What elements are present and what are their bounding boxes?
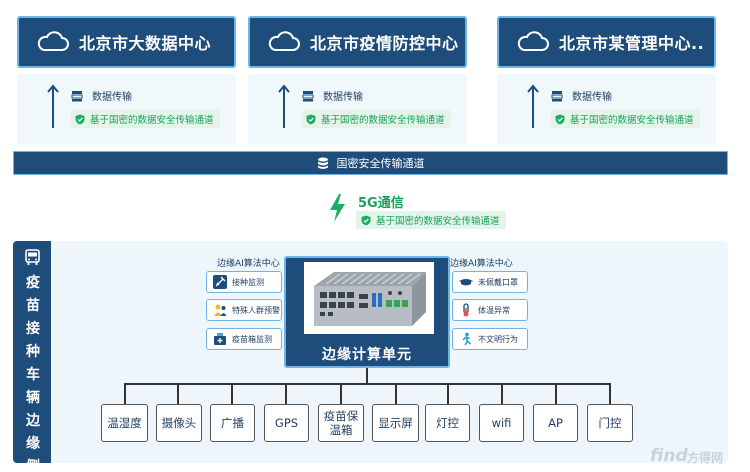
channel-bar-label: 国密安全传输通道 — [336, 157, 425, 170]
vaccine-box-icon — [214, 333, 226, 345]
left-ai-title: 边缘AI算法中心 — [217, 259, 280, 269]
tree-branch-line — [395, 383, 397, 404]
info-box-management: 数据传输 基于国密的数据安全传输通道 — [497, 74, 716, 144]
secure-channel-tag: 基于国密的数据安全传输通道 — [302, 110, 451, 128]
tree-branch-line — [231, 383, 233, 404]
database-icon — [551, 90, 563, 101]
up-arrow-icon — [527, 84, 539, 128]
cloud-icon — [37, 31, 69, 51]
center-title: 北京市疫情防控中心 — [310, 34, 459, 53]
transfer-label: 数据传输 — [572, 92, 612, 103]
fiveg-title: 5G通信 — [358, 196, 404, 211]
center-title: 北京市大数据中心 — [79, 34, 212, 53]
ai-item-no-mask[interactable]: 未佩戴口罩 — [452, 271, 528, 293]
up-arrow-icon — [278, 84, 290, 128]
secure-channel-tag: 基于国密的数据安全传输通道 — [551, 110, 700, 128]
info-box-epidemic: 数据传输 基于国密的数据安全传输通道 — [248, 74, 467, 144]
center-title: 北京市某管理中心.. — [559, 34, 705, 53]
shield-icon — [361, 215, 371, 225]
shield-icon — [75, 114, 85, 124]
vehicle-side-title: 疫苗接种车辆边缘侧 — [26, 275, 40, 472]
watermark-sub: 方得网 — [687, 451, 724, 465]
edge-compute-unit[interactable]: 边缘计算单元 — [284, 256, 450, 368]
tree-branch-line — [285, 383, 287, 404]
watermark-logo: find — [650, 446, 688, 466]
database-icon — [302, 90, 314, 101]
lightning-icon — [330, 194, 345, 222]
center-card-management[interactable]: 北京市某管理中心.. — [497, 16, 716, 68]
people-warning-icon — [214, 304, 227, 316]
vehicle-side-bar — [13, 241, 51, 463]
leaf-wifi[interactable]: wifi — [479, 404, 524, 442]
center-card-bigdata[interactable]: 北京市大数据中心 — [17, 16, 236, 68]
right-ai-title: 边缘AI算法中心 — [450, 259, 513, 269]
tree-branch-line — [501, 383, 503, 404]
leaf-broadcast[interactable]: 广播 — [210, 404, 255, 442]
tree-branch-line — [555, 383, 557, 404]
tree-trunk-line — [366, 368, 368, 384]
tree-horizontal-line — [124, 383, 611, 385]
tree-branch-line — [447, 383, 449, 404]
transfer-label: 数据传输 — [323, 92, 363, 103]
ai-item-vaccine-box[interactable]: 疫苗箱监测 — [206, 328, 282, 350]
info-box-bigdata: 数据传输 基于国密的数据安全传输通道 — [17, 74, 236, 144]
ai-item-injection[interactable]: 接种监测 — [206, 271, 282, 293]
ai-item-special-people[interactable]: 特殊人群预警 — [206, 299, 282, 321]
leaf-door-control[interactable]: 门控 — [587, 404, 633, 442]
edge-unit-title: 边缘计算单元 — [322, 347, 412, 363]
leaf-temp-humidity[interactable]: 温湿度 — [101, 404, 148, 442]
injection-icon — [213, 275, 227, 289]
leaf-display[interactable]: 显示屏 — [372, 404, 419, 442]
leaf-camera[interactable]: 摄像头 — [156, 404, 202, 442]
leaf-gps[interactable]: GPS — [264, 404, 309, 442]
edge-device-image — [304, 262, 434, 334]
leaf-light-control[interactable]: 灯控 — [425, 404, 470, 442]
tree-branch-line — [177, 383, 179, 404]
shield-icon — [555, 114, 565, 124]
shield-icon — [306, 114, 316, 124]
fiveg-secure-tag: 基于国密的数据安全传输通道 — [356, 211, 506, 229]
leaf-vaccine-cooler[interactable]: 疫苗保温箱 — [318, 404, 364, 442]
leaf-ap[interactable]: AP — [533, 404, 578, 442]
up-arrow-icon — [47, 84, 59, 128]
database-icon — [317, 157, 328, 169]
secure-channel-bar: 国密安全传输通道 — [13, 151, 728, 175]
tree-branch-line — [609, 383, 611, 404]
cloud-icon — [517, 31, 549, 51]
ai-item-temperature[interactable]: 体温异常 — [452, 299, 528, 321]
secure-channel-tag: 基于国密的数据安全传输通道 — [71, 110, 220, 128]
center-card-epidemic[interactable]: 北京市疫情防控中心 — [248, 16, 467, 68]
transfer-label: 数据传输 — [92, 92, 132, 103]
tree-branch-line — [124, 383, 126, 404]
mask-icon — [459, 279, 473, 286]
database-icon — [71, 90, 83, 101]
thermometer-icon — [463, 303, 469, 317]
person-running-icon — [462, 332, 472, 346]
tree-branch-line — [340, 383, 342, 404]
cloud-icon — [268, 31, 300, 51]
ai-item-uncivil[interactable]: 不文明行为 — [452, 328, 528, 350]
bus-icon — [25, 249, 40, 265]
